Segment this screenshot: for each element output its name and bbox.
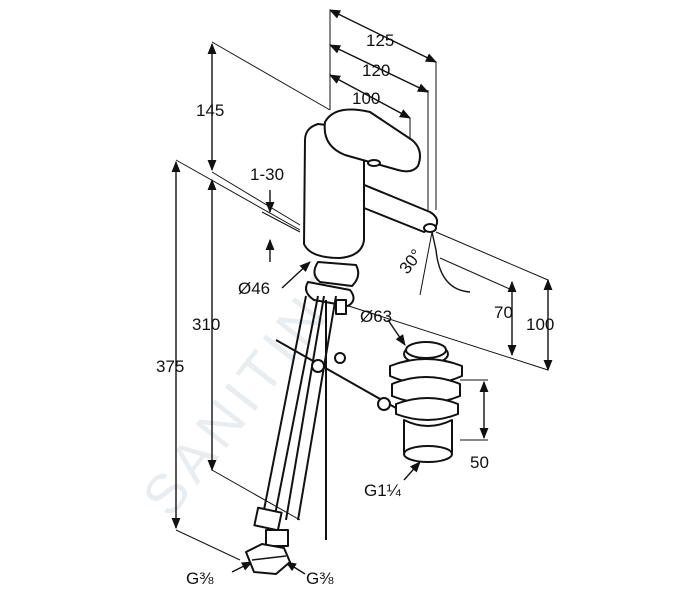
dim-waste-50: 50	[470, 453, 489, 472]
thread-right-label: G⅜	[306, 569, 334, 588]
pull-rod-linkage	[275, 339, 397, 411]
dim-width-100: 100	[352, 89, 380, 108]
dim-height-375: 375	[156, 357, 184, 376]
dim-height-100: 100	[526, 315, 554, 334]
dim-angle-30: 30°	[396, 246, 427, 278]
dim-height-310: 310	[192, 315, 220, 334]
dim-height-145: 145	[196, 101, 224, 120]
dim-width-125: 125	[366, 31, 394, 50]
dim-dia-63: Ø63	[360, 307, 392, 326]
dim-height-70: 70	[494, 303, 513, 322]
dim-dia-46: Ø46	[238, 279, 270, 298]
thread-left-label: G⅜	[186, 569, 214, 588]
thread-waste-label: G1¼	[364, 481, 402, 500]
dimension-lines	[171, 9, 553, 575]
supply-hoses	[245, 295, 337, 575]
dim-adjust-1-30: 1-30	[250, 165, 284, 184]
dim-width-120: 120	[362, 61, 390, 80]
dimension-labels: 125 120 100 145 1-30 30° Ø46 Ø63 70 100 …	[156, 31, 554, 588]
faucet-body	[303, 108, 439, 315]
pop-up-waste	[389, 341, 463, 463]
